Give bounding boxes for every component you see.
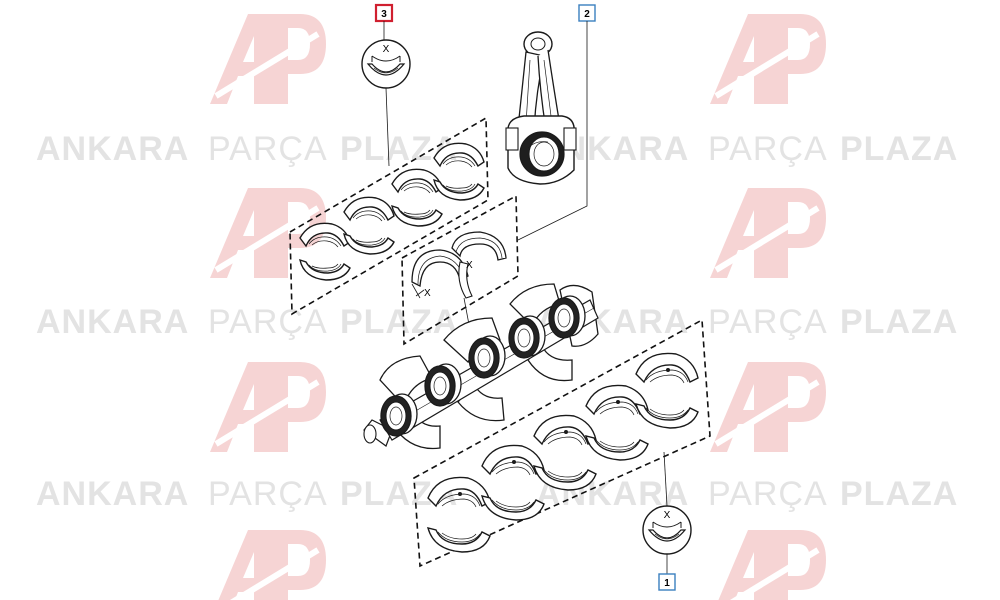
watermark-brand-light: PARÇA xyxy=(208,303,328,341)
crank-journal xyxy=(468,335,506,379)
bearing-shell-icon xyxy=(391,168,443,227)
thrust-washers-group: X X xyxy=(401,194,519,346)
callout-2-label: 2 xyxy=(584,9,590,20)
crankshaft-icon xyxy=(363,283,599,450)
leader-line xyxy=(517,21,588,241)
bearing-shell-icon xyxy=(427,476,491,553)
group-outline xyxy=(289,116,489,316)
bearing-shell-icon xyxy=(481,444,545,521)
watermark-brand-bold-2: PLAZA xyxy=(840,130,958,168)
watermark-brand-bold-1: ANKARA xyxy=(36,130,189,168)
watermark-logo xyxy=(210,530,326,600)
watermark-logo xyxy=(210,14,326,104)
group-outline xyxy=(401,194,519,346)
crank-journal xyxy=(380,393,418,437)
x-mark: X xyxy=(383,44,390,55)
callout-2[interactable]: 2 xyxy=(578,4,596,22)
thrust-mark: X xyxy=(466,260,473,271)
upper-bearing-shells-group xyxy=(289,116,489,316)
bearing-shell-icon xyxy=(433,142,485,201)
watermark-brand-light: PARÇA xyxy=(208,475,328,513)
thrust-washer-icon: X xyxy=(451,231,507,299)
lower-main-bearing-shells-group xyxy=(413,318,711,568)
watermark-brand-light: PARÇA xyxy=(708,303,828,341)
watermark-brand-bold-1: ANKARA xyxy=(36,475,189,513)
watermark-logo xyxy=(710,362,826,452)
callout-1[interactable]: 1 xyxy=(658,573,676,591)
watermark-brand-light: PARÇA xyxy=(708,475,828,513)
leader-line xyxy=(663,451,668,507)
watermark-brand-light: PARÇA xyxy=(708,130,828,168)
watermark-brand-bold-2: PLAZA xyxy=(340,303,458,341)
watermark-logo xyxy=(710,188,826,278)
watermark-logo xyxy=(710,530,826,600)
bearing-symbol-icon: X xyxy=(642,505,692,555)
connecting-rod-icon xyxy=(505,31,577,185)
watermark-brand-light: PARÇA xyxy=(208,130,328,168)
watermark-logo xyxy=(210,362,326,452)
callout-3-label: 3 xyxy=(381,9,387,20)
watermark-brand-bold-2: PLAZA xyxy=(840,475,958,513)
group-outline xyxy=(413,318,711,568)
bearing-shell-icon xyxy=(635,352,699,429)
leader-line xyxy=(385,87,390,167)
watermark-layer: ANKARA PARÇA PLAZA ANKARA PARÇA PLAZA AN… xyxy=(36,14,958,600)
bearing-shell-icon xyxy=(585,384,649,461)
bearing-shell-icon xyxy=(343,196,395,255)
crank-journal xyxy=(508,315,546,359)
watermark-brand-bold-1: ANKARA xyxy=(36,303,189,341)
bearing-symbol-icon: X xyxy=(361,39,411,89)
callout-1-label: 1 xyxy=(664,578,670,589)
thrust-mark: X xyxy=(424,288,431,299)
callout-3[interactable]: 3 xyxy=(374,3,394,23)
watermark-logo xyxy=(710,14,826,104)
watermark-brand-bold-2: PLAZA xyxy=(840,303,958,341)
bearing-shell-icon xyxy=(299,222,351,281)
callout-1-box[interactable] xyxy=(658,573,676,591)
x-mark: X xyxy=(664,510,671,521)
crank-journal xyxy=(548,295,586,339)
crank-journal xyxy=(424,363,462,407)
